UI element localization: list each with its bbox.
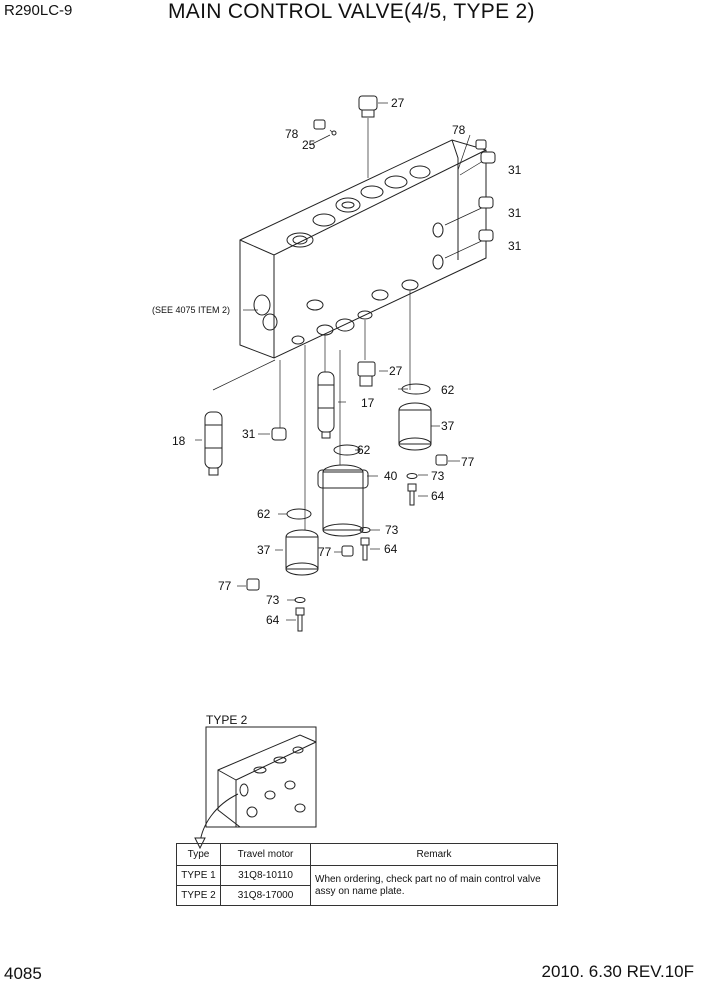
table-row: TYPE 2 31Q8-17000 bbox=[176, 885, 558, 906]
page-number: 4085 bbox=[4, 964, 42, 983]
motor-cell: 31Q8-10110 bbox=[220, 865, 311, 886]
col-motor-header: Travel motor bbox=[220, 843, 311, 866]
callout-37-lower: 37 bbox=[257, 543, 271, 557]
callout-78-left: 78 bbox=[285, 127, 299, 141]
o-ring-62-middle bbox=[333, 444, 361, 456]
callout-77-lower: 77 bbox=[218, 579, 232, 593]
callout-18: 18 bbox=[172, 434, 186, 448]
col-type-header: Type bbox=[176, 843, 221, 866]
callout-27-mid: 27 bbox=[389, 364, 403, 378]
callout-40: 40 bbox=[384, 469, 398, 483]
revision-date: 2010. 6.30 REV.10F bbox=[541, 962, 695, 981]
relief-valve-18 bbox=[204, 411, 223, 476]
callout-labels: 27 78 25 78 31 31 31 (SEE 4075 ITEM 2) 2… bbox=[152, 96, 522, 627]
motor-cell: 31Q8-17000 bbox=[220, 885, 311, 906]
callout-64-middle: 64 bbox=[384, 542, 398, 556]
orifice-25 bbox=[331, 130, 337, 136]
page-title: MAIN CONTROL VALVE(4/5, TYPE 2) bbox=[168, 0, 535, 23]
bolt-77-middle bbox=[341, 545, 354, 557]
table-row: TYPE 1 31Q8-10110 When ordering, check p… bbox=[176, 865, 558, 906]
callout-25: 25 bbox=[302, 138, 316, 152]
callout-31-a: 31 bbox=[508, 163, 522, 177]
cover-37-upper bbox=[398, 402, 432, 451]
plug-78-right bbox=[475, 139, 487, 150]
o-ring-62-upper bbox=[401, 383, 431, 395]
callout-78-right: 78 bbox=[452, 123, 466, 137]
callout-27-top: 27 bbox=[391, 96, 405, 110]
callout-62-middle: 62 bbox=[357, 443, 371, 457]
callout-31-b: 31 bbox=[508, 206, 522, 220]
table-header-row: Type Travel motor Remark bbox=[176, 843, 558, 866]
bolt-64-lower bbox=[295, 607, 305, 632]
callout-64-lower: 64 bbox=[266, 613, 280, 627]
callout-77-middle: 77 bbox=[318, 545, 332, 559]
callout-73-middle: 73 bbox=[385, 523, 399, 537]
bolt-64-upper bbox=[407, 483, 417, 506]
model-code: R290LC-9 bbox=[4, 2, 73, 19]
callout-62-upper: 62 bbox=[441, 383, 455, 397]
callout-17: 17 bbox=[361, 396, 375, 410]
bolt-77-upper bbox=[435, 454, 448, 466]
washer-73-middle bbox=[359, 527, 371, 533]
plug-27-top bbox=[358, 95, 378, 118]
washer-73-upper bbox=[406, 473, 418, 479]
type-table: Type Travel motor Remark TYPE 1 31Q8-101… bbox=[176, 843, 558, 906]
callout-73-lower: 73 bbox=[266, 593, 280, 607]
cover-37-lower bbox=[285, 529, 319, 576]
col-remark-header: Remark bbox=[310, 843, 558, 866]
relief-valve-17 bbox=[317, 371, 335, 439]
type2-label: TYPE 2 bbox=[206, 713, 248, 727]
plug-31-d bbox=[271, 427, 287, 441]
type-cell: TYPE 1 bbox=[176, 865, 221, 886]
callout-64-upper: 64 bbox=[431, 489, 445, 503]
callout-73-upper: 73 bbox=[431, 469, 445, 483]
callout-31-d: 31 bbox=[242, 427, 256, 441]
o-ring-62-lower bbox=[286, 508, 312, 520]
plug-31-c bbox=[478, 229, 494, 242]
bolt-64-middle bbox=[360, 537, 370, 561]
plug-31-a bbox=[480, 151, 496, 164]
plug-31-b bbox=[478, 196, 494, 209]
washer-73-lower bbox=[294, 597, 306, 603]
plug-27-mid bbox=[357, 361, 376, 387]
callout-31-c: 31 bbox=[508, 239, 522, 253]
callout-37-upper: 37 bbox=[441, 419, 455, 433]
bolt-77-lower bbox=[246, 578, 260, 591]
type2-inset bbox=[194, 726, 317, 850]
callout-62-lower: 62 bbox=[257, 507, 271, 521]
callout-77-upper: 77 bbox=[461, 455, 475, 469]
type-cell: TYPE 2 bbox=[176, 885, 221, 906]
remark-cell: When ordering, check part no of main con… bbox=[310, 865, 558, 906]
valve-block bbox=[239, 139, 487, 359]
plug-78-left bbox=[313, 119, 326, 130]
see-reference-note: (SEE 4075 ITEM 2) bbox=[152, 305, 230, 315]
housing-40 bbox=[317, 464, 369, 537]
